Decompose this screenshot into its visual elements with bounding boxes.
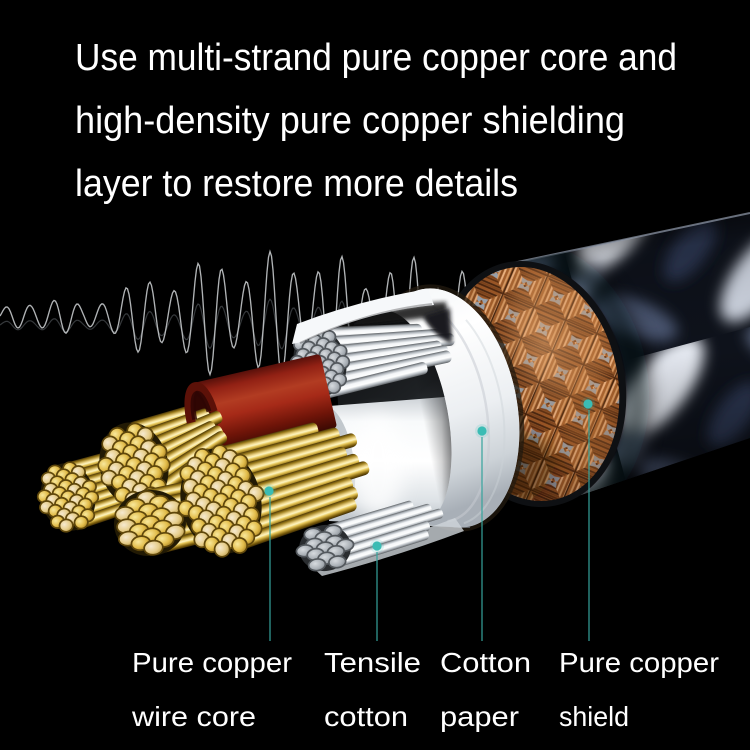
svg-text:Pure copper: Pure copper [559, 647, 719, 678]
svg-text:paper: paper [440, 701, 519, 732]
svg-text:wire core: wire core [131, 701, 256, 732]
svg-text:high-density pure copper shiel: high-density pure copper shielding [75, 100, 625, 142]
svg-text:cotton: cotton [324, 701, 408, 732]
svg-text:layer to restore more details: layer to restore more details [75, 163, 518, 205]
svg-text:Cotton: Cotton [440, 647, 531, 678]
svg-text:shield: shield [559, 701, 629, 732]
svg-text:Tensile: Tensile [324, 647, 421, 678]
svg-text:Pure copper: Pure copper [132, 647, 292, 678]
svg-text:Use multi-strand pure copper c: Use multi-strand pure copper core and [75, 37, 677, 79]
